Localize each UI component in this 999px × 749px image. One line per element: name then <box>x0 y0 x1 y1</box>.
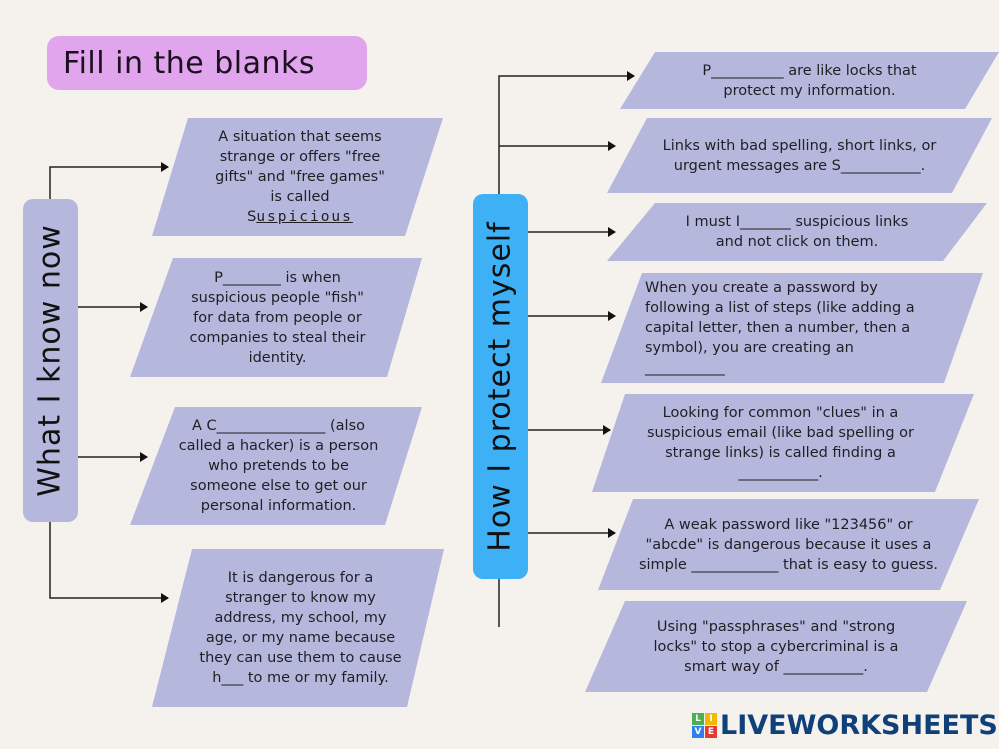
right-trunk-top <box>498 71 635 194</box>
left-card-2: P________ is when suspicious people "fis… <box>130 258 422 377</box>
right-card-5-text[interactable]: Looking for common "clues" in a suspicio… <box>647 405 914 481</box>
right-card-2-text[interactable]: Links with bad spelling, short links, or… <box>662 137 937 174</box>
answer-input[interactable]: uspicious <box>256 209 353 225</box>
right-card-5: Looking for common "clues" in a suspicio… <box>592 394 974 492</box>
section-label-left: What I know now <box>23 199 78 522</box>
left-card-4: It is dangerous for a stranger to know m… <box>152 549 444 707</box>
section-label-right-text: How I protect myself <box>483 221 519 552</box>
left-card-3-text[interactable]: A C_______________ (also called a hacker… <box>178 418 379 514</box>
title-banner: Fill in the blanks <box>47 36 367 90</box>
left-trunk-top <box>49 162 169 199</box>
logo-letter-v: V <box>692 726 704 738</box>
right-card-1-text[interactable]: P__________ are like locks that protect … <box>702 62 917 99</box>
right-card-7-text[interactable]: Using "passphrases" and "strong locks" t… <box>653 618 899 675</box>
section-label-left-text: What I know now <box>33 224 68 497</box>
right-card-1: P__________ are like locks that protect … <box>620 52 999 109</box>
logo-text: LIVEWORKSHEETS <box>720 710 998 741</box>
right-card-3: I must I_______ suspicious links and not… <box>607 203 987 261</box>
right-card-2: Links with bad spelling, short links, or… <box>607 118 992 193</box>
logo-letter-e: E <box>705 726 717 738</box>
liveworksheets-logo: L I V E LIVEWORKSHEETS <box>692 710 998 741</box>
section-label-right: How I protect myself <box>473 194 528 579</box>
right-card-7: Using "passphrases" and "strong locks" t… <box>585 601 967 692</box>
right-card-4-text[interactable]: When you create a password by following … <box>645 280 915 376</box>
left-card-3: A C_______________ (also called a hacker… <box>130 407 422 525</box>
right-card-6-text[interactable]: A weak password like "123456" or "abcde"… <box>638 516 939 573</box>
left-card-1-text: A situation that seems strange or offers… <box>215 129 385 205</box>
logo-letter-i: I <box>705 713 717 725</box>
right-card-4: When you create a password by following … <box>601 273 983 383</box>
logo-letter-l: L <box>692 713 704 725</box>
left-card-1: A situation that seems strange or offers… <box>152 118 443 236</box>
left-card-2-text[interactable]: P________ is when suspicious people "fis… <box>189 269 366 366</box>
left-trunk-bottom <box>49 522 169 603</box>
left-card-1-prefix: S <box>247 209 257 225</box>
right-card-6: A weak password like "123456" or "abcde"… <box>598 499 979 590</box>
left-card-4-text[interactable]: It is dangerous for a stranger to know m… <box>199 570 402 686</box>
right-card-3-text[interactable]: I must I_______ suspicious links and not… <box>685 214 909 250</box>
page-title: Fill in the blanks <box>63 45 316 81</box>
logo-icon: L I V E <box>692 713 717 738</box>
